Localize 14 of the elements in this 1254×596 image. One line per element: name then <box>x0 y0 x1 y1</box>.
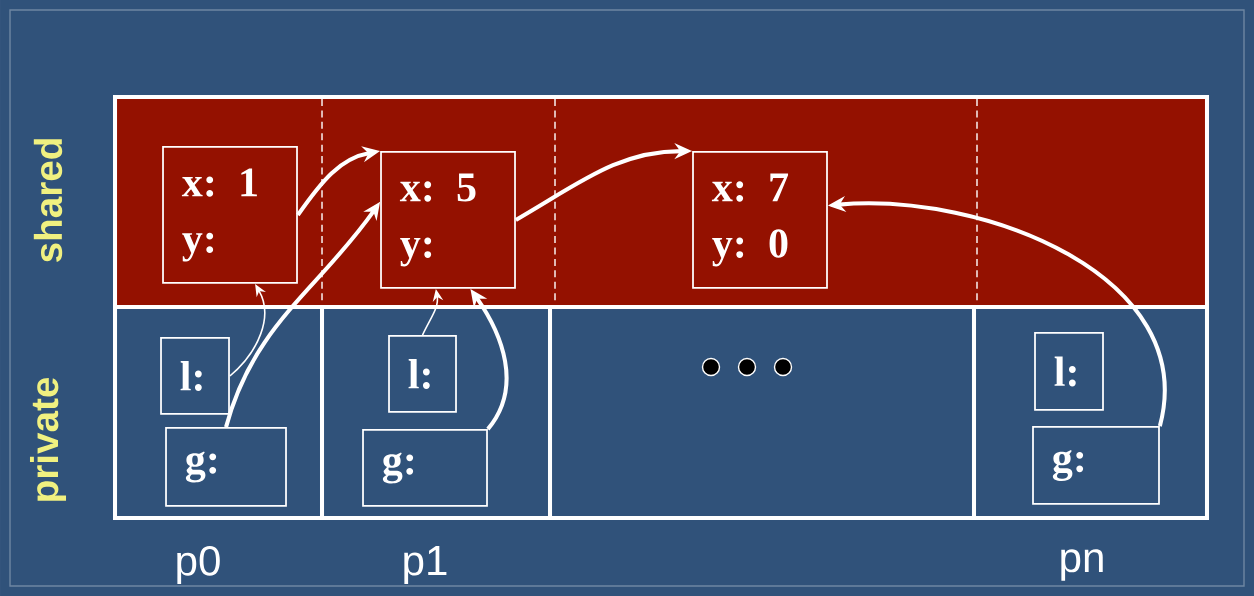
memory-box: l: <box>388 335 457 413</box>
memory-box: x: 7 y: 0 <box>692 151 828 289</box>
memory-box: g: <box>1032 426 1160 505</box>
memory-box: x: 5 y: <box>380 151 516 289</box>
memory-box: l: <box>1034 332 1104 411</box>
memory-box: l: <box>160 337 230 415</box>
memory-box: x: 1 y: <box>162 146 298 284</box>
process-label: p0 <box>177 545 220 585</box>
memory-box: g: <box>362 429 488 507</box>
process-label: pn <box>1061 549 1103 581</box>
process-label: p1 <box>404 546 447 584</box>
memory-box: g: <box>165 427 287 507</box>
row-label: private <box>30 377 67 501</box>
row-label: shared <box>33 139 63 263</box>
